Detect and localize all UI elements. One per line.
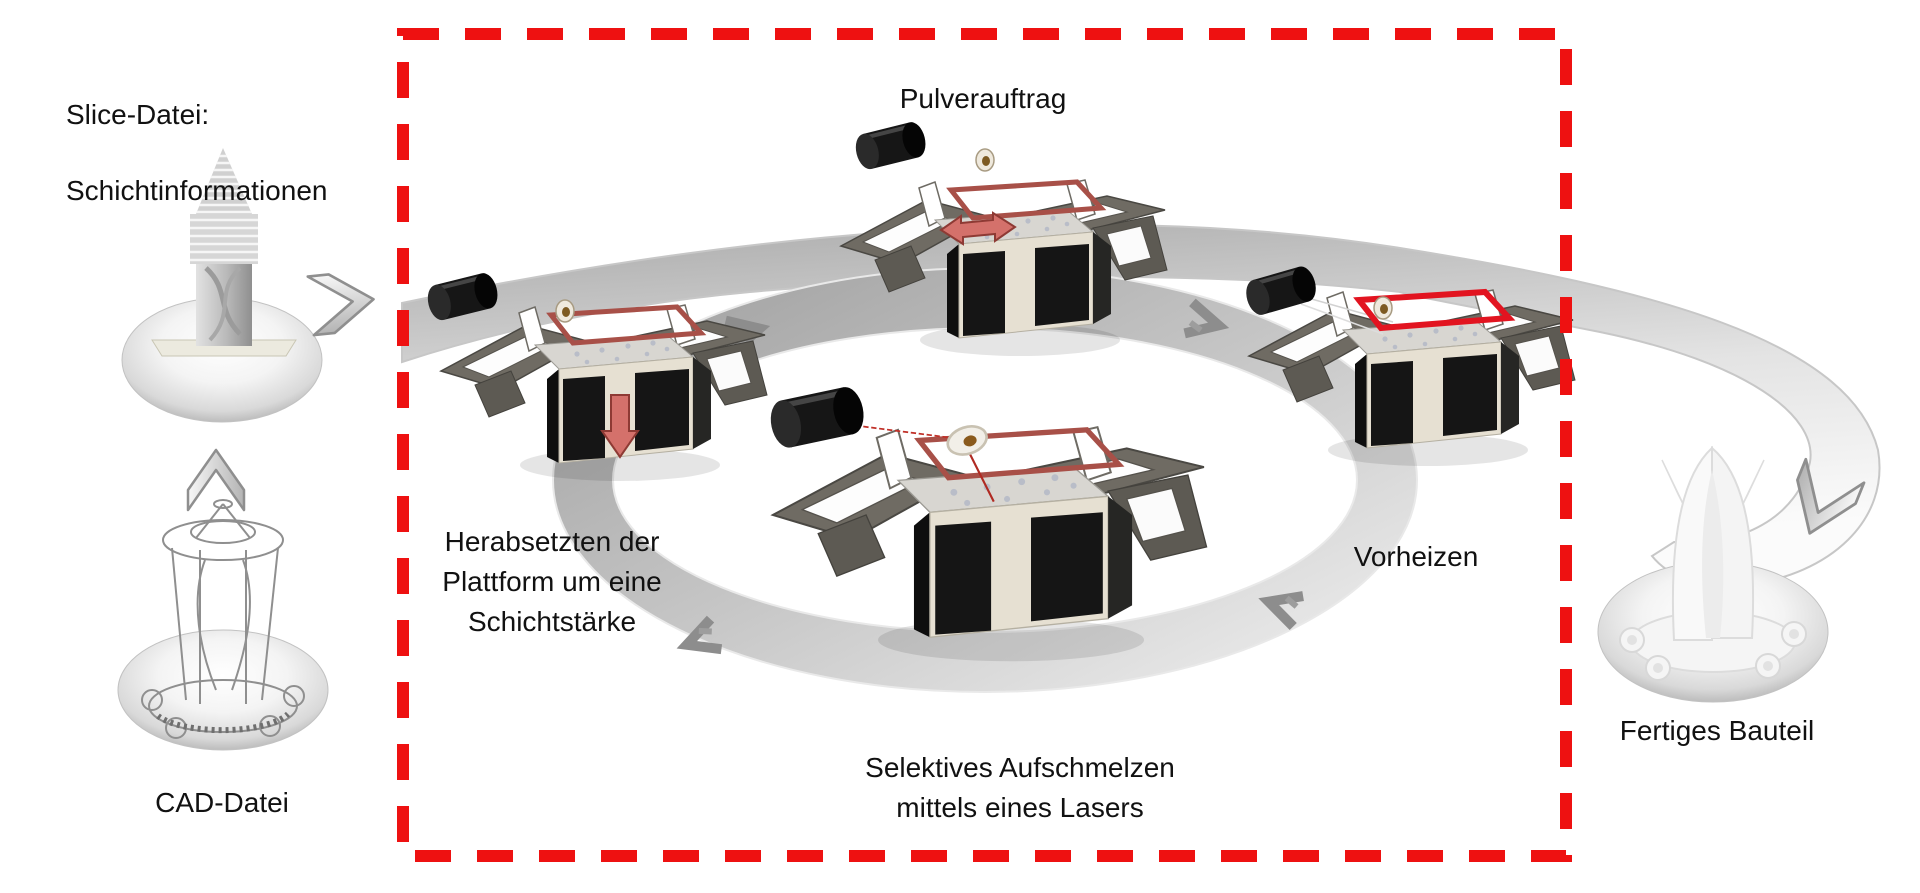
laser-source-icon <box>767 384 868 450</box>
finished-part-label: Fertiges Bauteil <box>1619 715 1815 746</box>
powder-bulb-icon <box>1373 296 1393 320</box>
powder-bulb-icon <box>555 299 575 323</box>
powder-bulb-icon <box>975 148 995 172</box>
laser-beam <box>967 450 995 503</box>
cad-file-label: CAD-Datei <box>155 787 289 818</box>
slice-file-label-line1: Slice-Datei: <box>66 99 210 130</box>
scanner-mirror-icon <box>946 425 988 456</box>
preheat-frame-icon <box>1353 288 1516 332</box>
arrow-right-icon <box>306 268 378 337</box>
recoater-arrow-icon <box>939 211 1017 246</box>
step-label-powder-application: Pulverauftrag <box>899 83 1067 114</box>
machine-laser-melting <box>767 384 1208 663</box>
finished-part-image <box>1597 445 1829 703</box>
build-frame-icon <box>946 179 1107 221</box>
build-frame-icon <box>914 427 1125 481</box>
platform-down-arrow-icon <box>600 394 640 459</box>
machine-preheat <box>1240 261 1576 467</box>
slice-file-label-line2: Schichtinformationen <box>66 175 328 206</box>
inner-cycle-ring <box>551 267 1419 693</box>
process-boundary-dashed-box <box>397 28 1572 862</box>
laser-beam <box>847 423 952 439</box>
step-label-preheat: Vorheizen <box>1353 541 1479 572</box>
build-frame-icon <box>546 304 707 346</box>
machine-powder-application <box>840 117 1168 357</box>
step-label-lower-platform: Herabsetzten der Plattform um eine Schic… <box>442 526 662 637</box>
step-label-selective-melting: Selektives Aufschmelzen mittels eines La… <box>865 752 1175 823</box>
machine-lower-platform <box>422 268 768 482</box>
laser-source-icon <box>850 117 931 174</box>
slice-file-label: Slice-Datei: Schichtinformationen <box>66 58 327 210</box>
cad-file-image <box>117 499 329 751</box>
